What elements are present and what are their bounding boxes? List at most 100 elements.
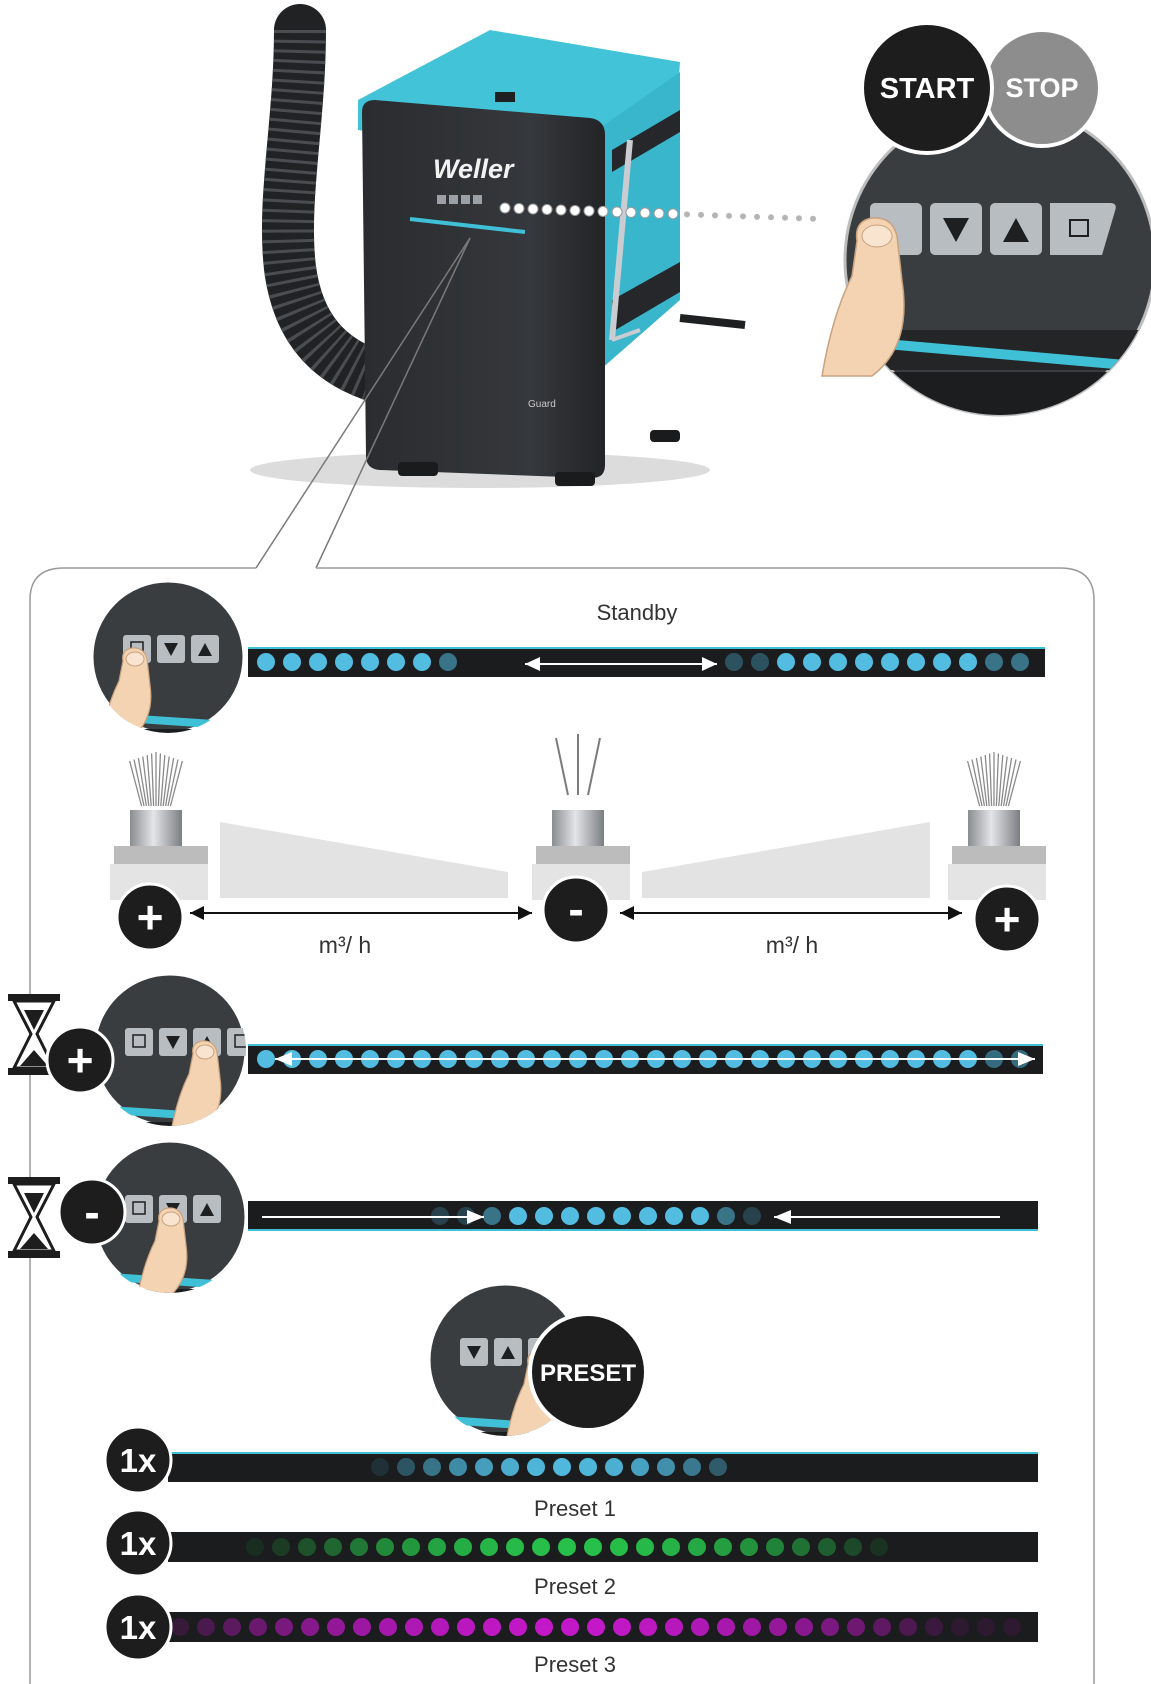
tool-holder — [609, 139, 633, 341]
preset-2-label: Preset 2 — [534, 1574, 616, 1599]
led — [197, 1618, 215, 1636]
led — [683, 1458, 701, 1476]
plus-icon — [45, 1025, 115, 1095]
led — [558, 1538, 576, 1556]
press-count-badge — [103, 1508, 173, 1578]
plus-icon — [972, 884, 1042, 954]
preset-key-icon[interactable] — [1050, 203, 1116, 255]
led — [639, 1618, 657, 1636]
preset-badge-label: PRESET — [540, 1360, 636, 1387]
led — [449, 1458, 467, 1476]
led — [792, 1538, 810, 1556]
minus-sign: - — [84, 1186, 99, 1238]
keypad-zoom-small — [90, 579, 246, 735]
led — [803, 653, 821, 671]
preset-key-icon[interactable] — [227, 1028, 255, 1056]
led — [769, 1618, 787, 1636]
plus-sign: + — [67, 1034, 94, 1086]
led — [610, 1538, 628, 1556]
led — [870, 1538, 888, 1556]
led — [662, 1538, 680, 1556]
led — [509, 1207, 527, 1225]
increase-row: + — [8, 994, 1043, 1095]
callout-line-right — [315, 237, 471, 569]
flow-unit-right: m³/ h — [766, 932, 818, 958]
led — [665, 1618, 683, 1636]
led — [335, 653, 353, 671]
led — [587, 1618, 605, 1636]
led — [985, 653, 1003, 671]
led — [743, 1207, 761, 1225]
led — [818, 1538, 836, 1556]
led — [428, 1538, 446, 1556]
led — [431, 1618, 449, 1636]
led — [379, 1618, 397, 1636]
standby-row: Standby — [248, 600, 1045, 677]
led — [257, 1050, 275, 1068]
led — [223, 1618, 241, 1636]
led — [535, 1618, 553, 1636]
preset-rows: 1x Preset 1 1x Preset 2 1x Preset 3 — [103, 1425, 1038, 1677]
led — [691, 1618, 709, 1636]
led — [777, 653, 795, 671]
led — [275, 1618, 293, 1636]
preset-2-leds — [246, 1538, 888, 1556]
airflow-diagram: m³/ h m³/ h + - + — [110, 734, 1046, 958]
led — [847, 1618, 865, 1636]
led — [397, 1458, 415, 1476]
standby-label: Standby — [597, 600, 678, 625]
preset-row-3: 1x Preset 3 — [103, 1592, 1038, 1677]
power-cable — [679, 314, 746, 329]
led — [283, 653, 301, 671]
keypad-zoom-small — [92, 972, 255, 1128]
led — [959, 653, 977, 671]
led — [298, 1538, 316, 1556]
led — [506, 1538, 524, 1556]
led — [376, 1538, 394, 1556]
led — [423, 1458, 441, 1476]
preset-3-leds — [171, 1618, 1021, 1636]
plus-sign: + — [137, 891, 164, 943]
led — [613, 1618, 631, 1636]
model-label: Guard — [528, 399, 556, 410]
zoom-keys — [870, 203, 1116, 255]
finger-press-icon — [136, 1207, 188, 1293]
led — [483, 1207, 501, 1225]
led — [246, 1538, 264, 1556]
led — [829, 653, 847, 671]
menu-key-icon[interactable] — [125, 1195, 153, 1223]
stop-label: STOP — [1005, 73, 1078, 103]
led — [249, 1618, 267, 1636]
led — [881, 653, 899, 671]
led — [933, 653, 951, 671]
preset-row-2: 1x Preset 2 — [103, 1508, 1038, 1599]
led — [257, 653, 275, 671]
menu-key-icon[interactable] — [125, 1028, 153, 1056]
led — [532, 1538, 550, 1556]
device-front — [362, 100, 605, 478]
led — [405, 1618, 423, 1636]
led — [855, 653, 873, 671]
led — [636, 1538, 654, 1556]
zoom-connector-dots — [499, 202, 816, 222]
plus-sign: + — [994, 893, 1021, 945]
nozzle-high-right — [948, 752, 1046, 900]
led — [725, 653, 743, 671]
led — [327, 1618, 345, 1636]
preset-row-1: 1x Preset 1 — [103, 1425, 1038, 1521]
led — [480, 1538, 498, 1556]
finger-press-icon — [170, 1040, 222, 1126]
minus-icon — [57, 1177, 127, 1247]
callout-line-left — [255, 237, 471, 569]
led — [688, 1538, 706, 1556]
callout-panel-frame — [29, 567, 1095, 1684]
led — [454, 1538, 472, 1556]
device-led-bar — [409, 217, 526, 234]
led — [951, 1618, 969, 1636]
led — [691, 1207, 709, 1225]
led — [714, 1538, 732, 1556]
led — [844, 1538, 862, 1556]
led — [561, 1618, 579, 1636]
led — [740, 1538, 758, 1556]
decrease-row: - — [8, 1177, 1038, 1258]
